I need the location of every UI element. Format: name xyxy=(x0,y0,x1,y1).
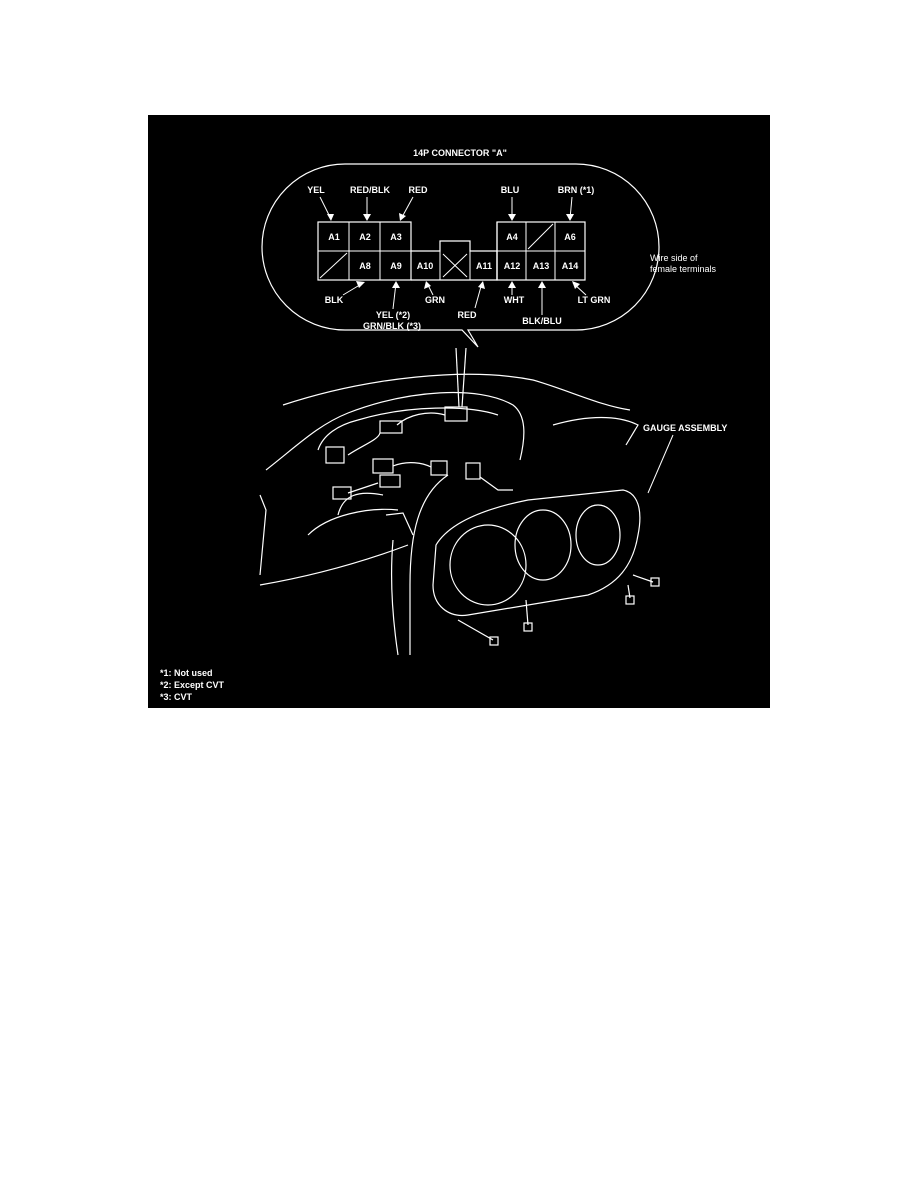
wire-label-lt-grn: LT GRN xyxy=(578,295,611,305)
connector-callout-outline xyxy=(261,163,660,348)
wire-label-grn: GRN xyxy=(425,295,445,305)
side-note-line2: female terminals xyxy=(650,264,717,274)
gauge-housing xyxy=(432,489,641,616)
empty-cavity-mark xyxy=(319,252,348,279)
pin-label: A11 xyxy=(476,261,492,271)
dashboard-illustration xyxy=(259,347,660,656)
wire-label-brn: BRN (*1) xyxy=(558,185,595,195)
pin-label: A9 xyxy=(390,261,402,271)
wire-label-blk-blu: BLK/BLU xyxy=(522,316,562,326)
empty-cavity-mark xyxy=(527,223,554,250)
pin-label: A2 xyxy=(359,232,371,242)
connector-title: 14P CONNECTOR "A" xyxy=(413,148,507,158)
screw-icon xyxy=(457,619,499,646)
footnote-1: *1: Not used xyxy=(160,668,213,678)
wire-label-yel: YEL xyxy=(307,185,325,195)
pin-label: A14 xyxy=(562,261,579,271)
wire-label-blu: BLU xyxy=(501,185,520,195)
gauge-assembly-label: GAUGE ASSEMBLY xyxy=(643,423,727,433)
footnote-2: *2: Except CVT xyxy=(160,680,225,690)
wire-label-grn-blk: GRN/BLK (*3) xyxy=(363,321,421,331)
pin-label: A4 xyxy=(506,232,518,242)
diagram-canvas: 14P CONNECTOR "A" A1 A2 A3 A4 A6 A8 A9 A… xyxy=(160,148,727,702)
wire-label-blk: BLK xyxy=(325,295,344,305)
wire-label-red-blk: RED/BLK xyxy=(350,185,390,195)
side-note-line1: Wire side of xyxy=(650,253,698,263)
gauge-leader-line xyxy=(647,434,674,494)
pin-label: A13 xyxy=(533,261,550,271)
pin-label: A6 xyxy=(564,232,576,242)
screw-icon xyxy=(523,599,533,632)
screw-icon xyxy=(632,574,660,587)
pin-label: A12 xyxy=(504,261,521,271)
wire-label-red: RED xyxy=(408,185,428,195)
wire-label-wht: WHT xyxy=(504,295,525,305)
pin-label: A1 xyxy=(328,232,340,242)
wiring-diagram: 14P CONNECTOR "A" A1 A2 A3 A4 A6 A8 A9 A… xyxy=(148,115,770,708)
footnote-3: *3: CVT xyxy=(160,692,193,702)
wire-label-yel-2: YEL (*2) xyxy=(376,310,410,320)
wire-label-red-2: RED xyxy=(457,310,477,320)
pin-label: A8 xyxy=(359,261,371,271)
pin-label: A10 xyxy=(417,261,434,271)
screw-icon xyxy=(625,584,635,605)
pin-label: A3 xyxy=(390,232,402,242)
connector-grid xyxy=(317,221,586,281)
